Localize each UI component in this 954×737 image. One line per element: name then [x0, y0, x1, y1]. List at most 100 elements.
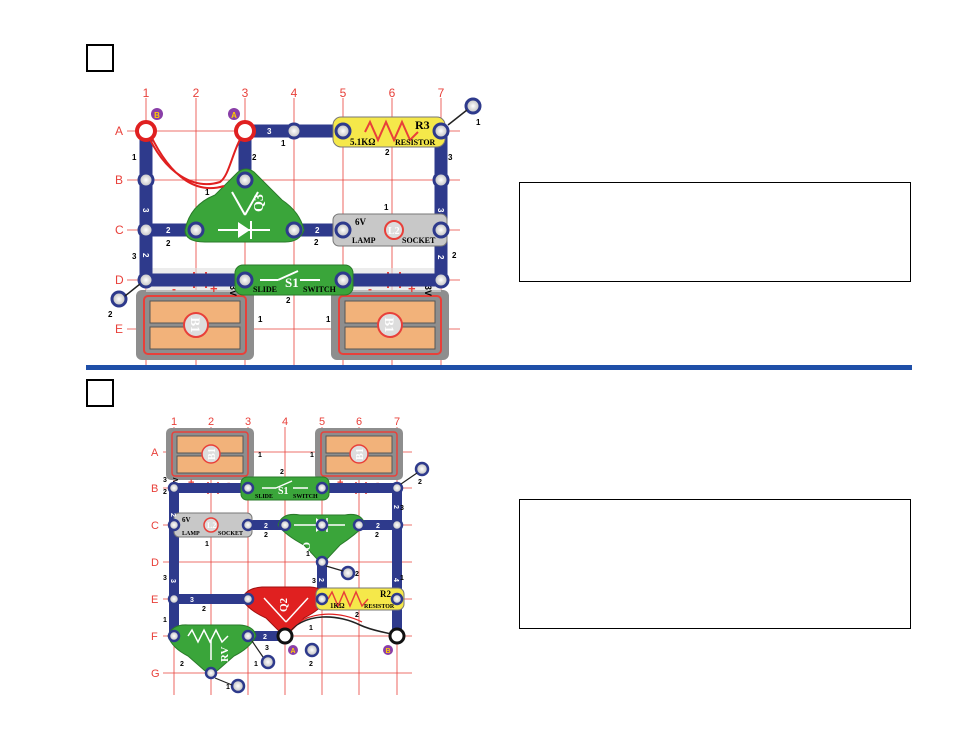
row-label: A [151, 447, 159, 459]
circuit-diagram-bottom: 1 2 3 4 5 6 7 A B C D E F G B1 [151, 416, 430, 695]
marker-b: B [385, 648, 390, 655]
svg-text:3: 3 [141, 208, 150, 213]
marker-a: A [290, 648, 295, 655]
battery-volts: 3V [228, 285, 238, 296]
col-label: 1 [171, 416, 177, 428]
col-label: 7 [394, 416, 400, 428]
svg-text:1: 1 [205, 188, 210, 197]
battery-holder-left: B1 [166, 428, 254, 480]
snap-wires-top [139, 124, 448, 287]
svg-text:2: 2 [166, 226, 171, 235]
circuit-diagram-top: 1 2 3 4 5 6 7 A B C D E B1 [108, 86, 482, 365]
lamp-socket-l2: L2 6V LAMP SOCKET [173, 512, 253, 538]
svg-text:3: 3 [163, 575, 167, 582]
row-label: B [115, 173, 123, 187]
svg-text:3: 3 [267, 127, 272, 136]
svg-text:2: 2 [280, 469, 284, 476]
socket-name: SOCKET [218, 531, 243, 537]
svg-text:3: 3 [132, 252, 137, 261]
battery-holder-right: B1 [331, 290, 449, 360]
col-label: 6 [356, 416, 362, 428]
switch-slide: SLIDE [255, 494, 273, 500]
svg-text:2: 2 [392, 505, 399, 509]
project-checkbox-top[interactable] [86, 44, 114, 72]
resistor-r2: R2 1KΩ RESISTOR [315, 587, 405, 611]
svg-text:4: 4 [392, 578, 399, 582]
lamp-value: 6V [355, 217, 367, 227]
q3-label: Q3 [252, 194, 267, 212]
marker-b: B [154, 111, 160, 120]
col-label: 7 [438, 86, 445, 100]
switch-name: SWITCH [303, 285, 337, 294]
battery-holder-left: B1 [136, 290, 254, 360]
col-label: 2 [193, 86, 200, 100]
svg-text:2: 2 [436, 255, 445, 260]
col-label: 3 [245, 416, 251, 428]
variable-resistor-rv: RV [167, 624, 257, 674]
battery-volts: 3V [173, 477, 180, 486]
col-label: 6 [389, 86, 396, 100]
switch-label: S1 [278, 486, 289, 497]
plus-sign: + [210, 281, 218, 296]
svg-text:2: 2 [141, 253, 150, 258]
svg-text:1: 1 [254, 661, 258, 668]
lamp-name: LAMP [182, 531, 200, 537]
svg-text:1: 1 [258, 452, 262, 459]
battery-label: B1 [188, 317, 203, 332]
switch-label: S1 [285, 275, 299, 290]
row-label: G [151, 668, 160, 680]
row-label: E [151, 594, 158, 606]
r2-value: 1KΩ [330, 602, 345, 610]
row-label: C [115, 223, 124, 237]
instruction-box-top [519, 182, 911, 282]
svg-text:1: 1 [309, 625, 313, 632]
svg-text:2: 2 [385, 148, 390, 157]
svg-text:3: 3 [448, 153, 453, 162]
svg-text:3: 3 [265, 645, 269, 652]
svg-text:1: 1 [306, 551, 310, 558]
svg-text:1: 1 [384, 203, 389, 212]
minus-sign: - [368, 282, 372, 296]
svg-text:3: 3 [312, 578, 316, 585]
svg-text:2: 2 [166, 239, 171, 248]
minus-sign: - [172, 282, 176, 296]
svg-text:1: 1 [281, 139, 286, 148]
svg-text:1: 1 [400, 575, 404, 582]
instruction-box-bottom [519, 499, 911, 629]
col-label: 4 [291, 86, 298, 100]
section-divider [86, 365, 912, 370]
r2-name: RESISTOR [364, 604, 395, 610]
slide-switch-s1: S1 SLIDE SWITCH [234, 264, 354, 296]
battery-volts: 3V [423, 285, 433, 296]
rv-label: RV [219, 646, 231, 662]
row-label: D [115, 273, 124, 287]
switch-slide: SLIDE [253, 285, 277, 294]
svg-text:2: 2 [180, 661, 184, 668]
project-checkbox-bottom[interactable] [86, 379, 114, 407]
battery-label: B1 [207, 448, 218, 460]
svg-text:2: 2 [418, 479, 422, 486]
svg-text:2: 2 [355, 571, 359, 578]
marker-a: A [231, 111, 237, 120]
svg-text:2: 2 [314, 238, 319, 247]
plus-sign: + [408, 281, 416, 296]
svg-text:2: 2 [163, 489, 167, 496]
svg-text:1: 1 [326, 315, 331, 324]
transistor-q2: Q2 [241, 586, 329, 636]
svg-text:3: 3 [163, 477, 167, 484]
col-label: 5 [340, 86, 347, 100]
svg-text:1: 1 [205, 541, 209, 548]
lamp-label: L2 [388, 226, 400, 237]
svg-text:2: 2 [355, 612, 359, 619]
r3-name: RESISTOR [395, 138, 436, 147]
svg-text:1: 1 [132, 153, 137, 162]
svg-text:3: 3 [436, 208, 445, 213]
socket-name: SOCKET [402, 236, 436, 245]
r3-value: 5.1KΩ [350, 137, 375, 147]
row-label: E [115, 322, 123, 336]
battery-holder-right: B1 [315, 428, 403, 480]
row-label: C [151, 520, 159, 532]
resistor-r3: R3 5.1KΩ RESISTOR [332, 116, 446, 148]
svg-text:2: 2 [264, 523, 268, 530]
